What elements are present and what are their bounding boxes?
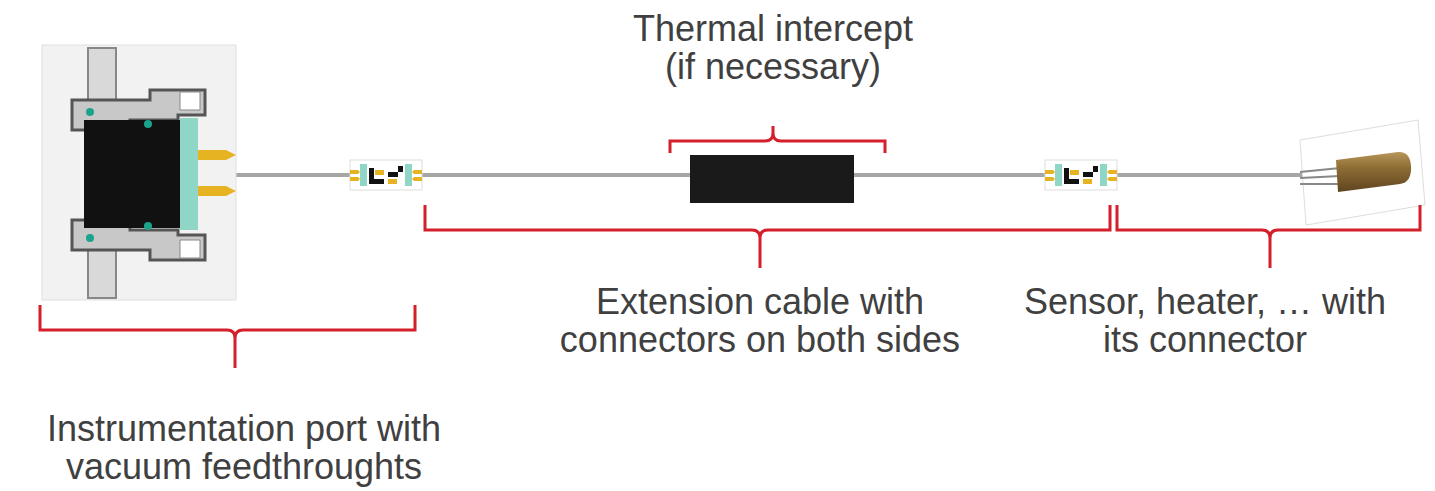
component-label: Instrumentation port with vacuum feedthr… xyxy=(39,410,449,486)
component-label: Extension cable with connectors on both … xyxy=(530,283,990,359)
component-label: Thermal intercept (if necessary) xyxy=(623,10,923,86)
component-label: Sensor, heater, … with its connector xyxy=(1005,283,1405,359)
